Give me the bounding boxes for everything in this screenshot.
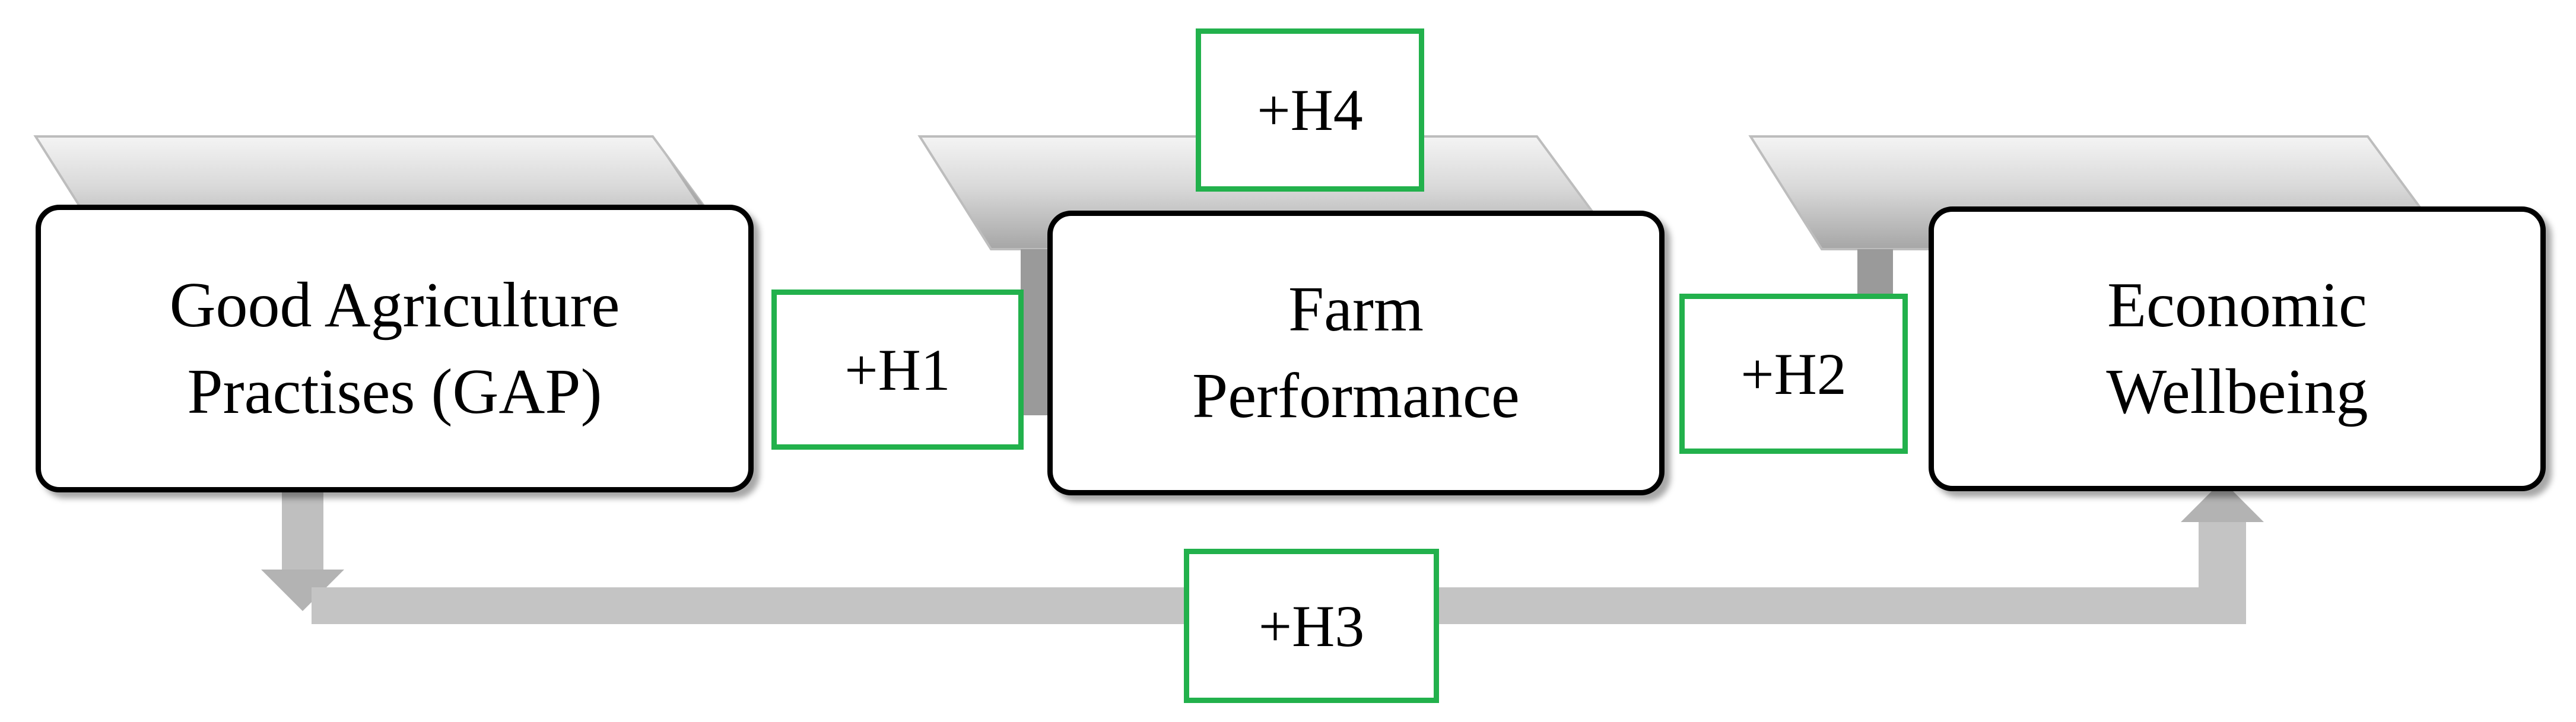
node-farm-performance: Farm Performance bbox=[1047, 211, 1665, 495]
node-gap-line-1: Good Agriculture bbox=[169, 269, 620, 341]
hypothesis-h3-label: +H3 bbox=[1184, 549, 1439, 703]
hypothesis-h4-label: +H4 bbox=[1196, 28, 1424, 192]
node-econ-line-1: Economic bbox=[2107, 270, 2367, 341]
node-economic-wellbeing: Economic Wellbeing bbox=[1929, 206, 2546, 491]
node-econ-line-2: Wellbeing bbox=[2106, 357, 2368, 427]
hypothesis-h1-label: +H1 bbox=[771, 290, 1024, 450]
node-gap-line-2: Practises (GAP) bbox=[187, 356, 602, 427]
node-farm-line-1: Farm bbox=[1288, 274, 1424, 345]
hypothesis-h2-label: +H2 bbox=[1679, 294, 1908, 454]
node-good-agriculture-practises: Good Agriculture Practises (GAP) bbox=[36, 205, 754, 492]
node-farm-line-2: Performance bbox=[1192, 361, 1520, 431]
